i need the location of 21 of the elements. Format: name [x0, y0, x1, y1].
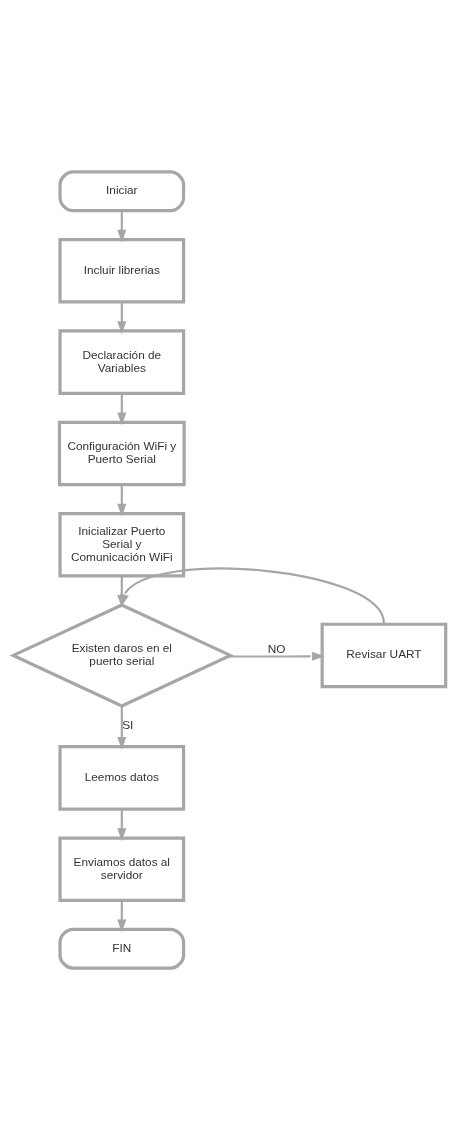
- arrow: [116, 484, 126, 517]
- node-box: Revisar UART: [320, 622, 447, 689]
- node-box: Incluir librerias: [57, 238, 185, 304]
- arrow: [119, 567, 385, 624]
- edge-label: SI: [121, 718, 133, 733]
- arrow: [116, 900, 126, 933]
- node-box: Configuración WiFi y Puerto Serial: [57, 420, 186, 487]
- arrow: [227, 651, 325, 661]
- arrow: [116, 809, 126, 842]
- node-box: FIN: [57, 927, 185, 970]
- edge-label: NO: [267, 642, 285, 657]
- arrow: [116, 302, 126, 335]
- node-box: Inicializar Puerto Serial y Comunicación WiFi: [57, 512, 185, 578]
- arrow: [116, 393, 126, 426]
- node-box: Iniciar: [57, 170, 185, 213]
- node-box: Declaración de Variables: [57, 329, 185, 395]
- node-diamond: Existen daros en el puerto serial: [9, 603, 234, 708]
- node-box: Leemos datos: [57, 745, 185, 811]
- arrow: [116, 706, 126, 750]
- arrow: [116, 210, 126, 243]
- node-box: Enviamos datos al servidor: [57, 836, 185, 902]
